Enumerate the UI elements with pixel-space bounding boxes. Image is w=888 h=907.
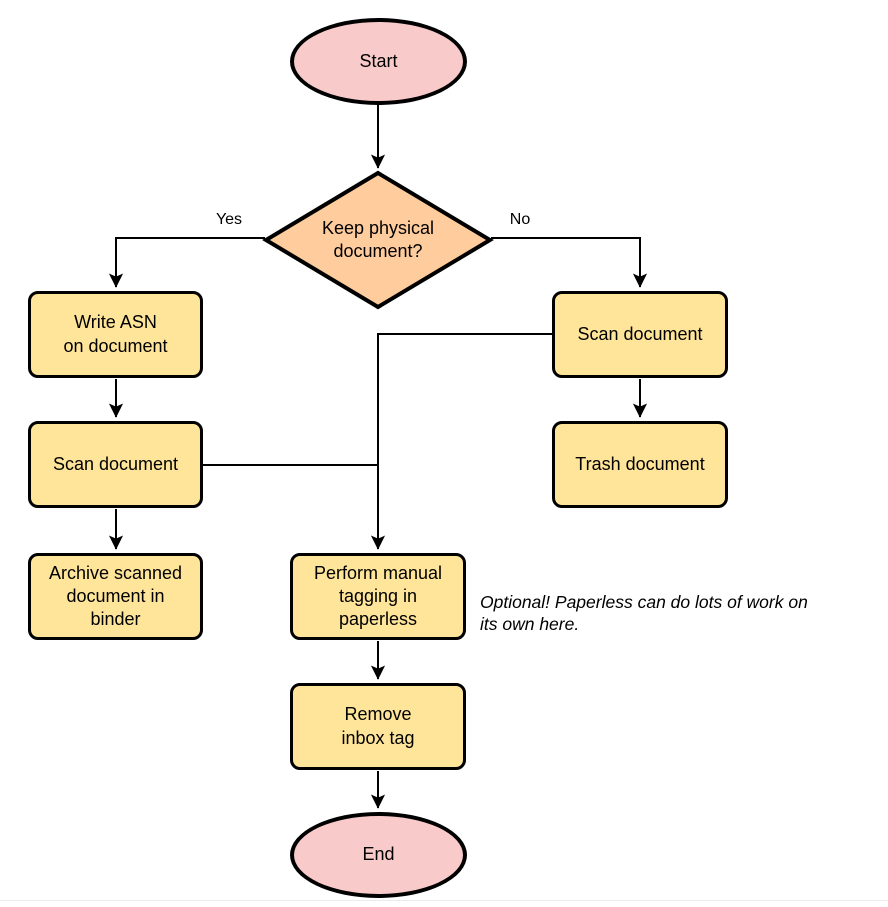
- process-archive-binder: Archive scanned document in binder: [28, 553, 203, 640]
- process-remove-inbox-tag: Remove inbox tag: [290, 683, 466, 770]
- scan-document-right-label: Scan document: [577, 323, 703, 344]
- start-terminal: Start: [290, 18, 467, 105]
- scan-document-left-label: Scan document: [52, 453, 179, 474]
- remove-inbox-tag-label: Remove inbox tag: [341, 704, 415, 748]
- process-manual-tagging: Perform manual tagging in paperless: [290, 553, 466, 640]
- decision-label: Keep physical document?: [321, 217, 435, 261]
- decision-diamond-shape: [262, 170, 494, 310]
- manual-tagging-label: Perform manual tagging in paperless: [313, 562, 443, 630]
- process-scan-document-right: Scan document: [552, 291, 728, 378]
- process-scan-document-left: Scan document: [28, 421, 203, 508]
- process-write-asn: Write ASN on document: [28, 291, 203, 378]
- yes-branch-label: Yes: [215, 211, 243, 228]
- end-label: End: [362, 844, 395, 865]
- archive-binder-label: Archive scanned document in binder: [48, 562, 183, 630]
- start-label: Start: [359, 50, 398, 71]
- edge-no-to-scan-right: [491, 237, 648, 288]
- no-branch-label: No: [509, 211, 531, 228]
- end-terminal: End: [290, 812, 467, 898]
- write-asn-label: Write ASN on document: [63, 312, 168, 356]
- process-trash-document: Trash document: [552, 421, 728, 508]
- page-bottom-divider: [0, 900, 888, 901]
- trash-document-label: Trash document: [575, 453, 705, 474]
- optional-note: Optional! Paperless can do lots of work …: [480, 592, 808, 635]
- edge-yes-to-write-asn: [108, 237, 265, 288]
- edge-scan-right-to-tagging: [370, 333, 552, 550]
